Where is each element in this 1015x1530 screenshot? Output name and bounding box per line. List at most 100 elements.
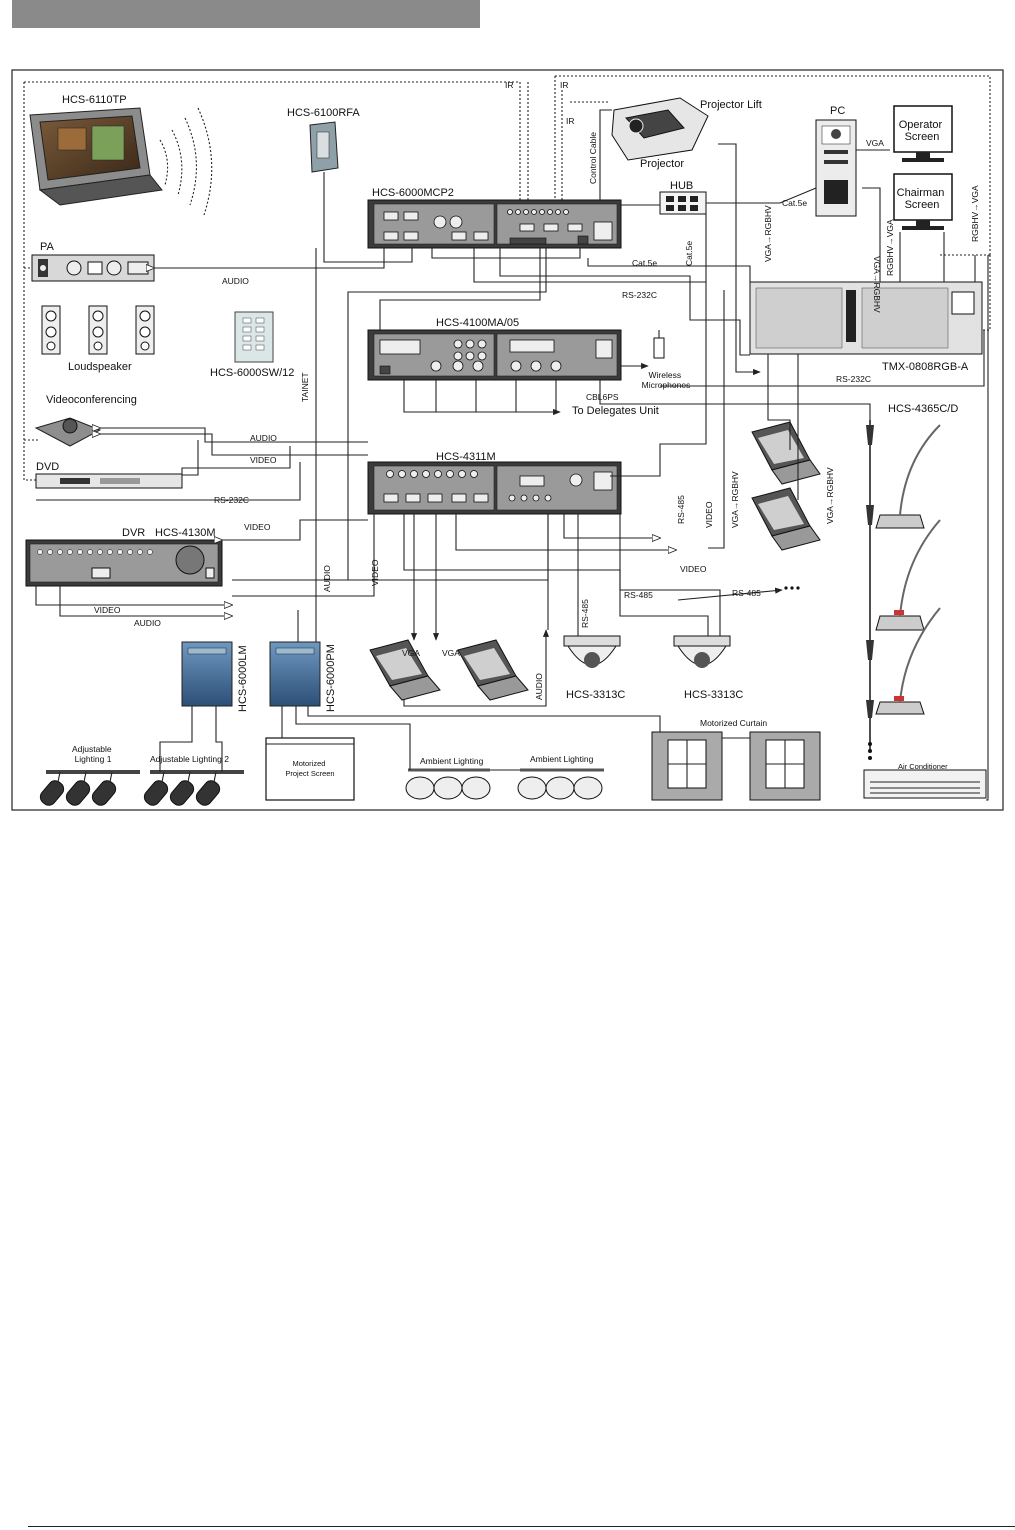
motorized-screen [265,737,355,801]
delegate-unit-chain [866,420,941,760]
light-module [181,641,233,707]
videoconferencing-unit [34,417,102,447]
sig-video-dvr: VIDEO [244,522,271,532]
adjustable-lighting-1-line1: Adjustable [72,744,112,754]
sig-vga-2: VGA [442,648,460,658]
wireless-mics-line1: Wireless [649,370,682,380]
sig-audio-pa: AUDIO [222,276,249,286]
light-module-label: HCS-6000LM [237,645,249,712]
motorized-screen-line1: Motorized [292,759,325,768]
air-conditioner-label: Air Conditioner [898,762,948,771]
touch-panel-label: HCS-6110TP [62,94,127,106]
ambient-lighting-2-label: Ambient Lighting [530,754,594,764]
sig-video-2: VIDEO [370,559,380,586]
sig-ir-1: IR [505,80,514,90]
main-unit-label: HCS-4100MA/05 [436,317,519,329]
sig-vga-rgbhv-2: VGA→RGBHV [872,256,882,313]
sig-control-cable: Control Cable [588,132,598,184]
sig-audio-4: AUDIO [534,673,544,700]
adjustable-lighting-2-label: Adjustable Lighting 2 [150,754,229,764]
sig-ir-2: IR [560,80,569,90]
wireless-microphone [653,330,665,359]
operator-screen-line2: Screen [905,131,940,143]
videoconferencing-label: Videoconferencing [46,394,137,406]
sig-vga-rgbhv-3: VGA→RGBHV [730,471,740,528]
air-conditioner [863,769,987,799]
projector-lift-label: Projector Lift [700,99,762,111]
sig-cat5e-2: Cat.5e [684,241,694,266]
ambient-lighting-1 [405,768,491,800]
camera-controller-label: HCS-4311M [436,451,496,463]
sig-vga-pc: VGA [866,138,884,148]
switch-panel-label: HCS-6000SW/12 [210,367,294,379]
footer-rule [28,1526,1015,1527]
operator-screen [893,105,953,162]
sig-audio-vc: AUDIO [250,433,277,443]
camera-2 [673,635,731,668]
header-bar [12,0,480,28]
sig-rs232c-1: RS-232C [622,290,657,300]
matrix-label: TMX-0808RGB-A [882,361,969,373]
chairman-screen [893,173,953,230]
main-unit [367,329,622,381]
rf-antenna-unit [309,121,339,173]
pa-label: PA [40,241,55,253]
to-delegates-label: To Delegates Unit [572,405,659,417]
wireless-mics-label: Wireless Microphones [642,370,691,390]
laptop-right-2 [751,487,821,551]
ambient-lighting-2 [517,768,604,800]
sig-cat5e-1: Cat.5e [632,258,657,268]
sig-video-1: VIDEO [704,501,714,528]
motorized-screen-label: Motorized Project Screen [285,759,334,778]
operator-screen-label: Operator Screen [899,119,945,143]
sig-rs485-1: RS-485 [676,495,686,524]
pc-tower [815,119,857,217]
sig-audio-2: AUDIO [322,565,332,592]
adjustable-lighting-1-line2: Lighting 1 [75,754,112,764]
rf-antenna-label: HCS-6100RFA [287,107,360,119]
hub [659,191,707,215]
master-controller-label: HCS-6000MCP2 [372,187,454,199]
dvr-unit [25,539,223,587]
sig-rgbhv-vga-1: RGBHV→VGA [885,219,895,276]
operator-screen-line1: Operator [899,119,943,131]
sig-rs485-4: RS-485 [580,599,590,628]
sig-rs485-2: RS-485 [624,590,653,600]
camera-1-label: HCS-3313C [566,689,625,701]
chairman-screen-line2: Screen [905,199,940,211]
camera-2-label: HCS-3313C [684,689,743,701]
ambient-lighting-1-label: Ambient Lighting [420,756,484,766]
connection-lines [35,109,989,801]
system-diagram: HCS-6110TP HCS-6100RFA HCS-6000MCP2 [11,69,1004,811]
adjustable-lighting-1 [39,770,140,806]
sig-video-4: VIDEO [680,564,707,574]
matrix-switcher [749,281,983,355]
motorized-curtain-label: Motorized Curtain [700,718,767,728]
sig-rs232c-3: RS-232C [214,495,249,505]
dvr-label: DVR [122,527,145,539]
sig-video-vc: VIDEO [250,455,277,465]
master-controller [367,199,622,249]
camera-1 [563,635,621,668]
cbl-label: CBL6PS [586,392,619,402]
delegate-unit-label: HCS-4365C/D [888,403,958,415]
sig-rgbhv-vga-2: RGBHV→VGA [970,185,980,242]
laptop-right-1 [751,421,821,485]
hub-label: HUB [670,180,693,192]
chairman-screen-line1: Chairman [897,187,945,199]
sig-cat5e-3: Cat.5e [782,198,807,208]
sig-rs232c-2: RS-232C [836,374,871,384]
switch-panel [234,311,274,363]
pc-label: PC [830,105,845,117]
sig-tainet: TAINET [300,372,310,402]
loudspeaker-label: Loudspeaker [68,361,132,373]
dvd-player [35,473,183,489]
adjustable-lighting-1-label: Adjustable Lighting 1 [72,744,114,764]
motorized-curtain [651,731,821,801]
touch-panel [29,107,213,216]
power-module [269,641,321,707]
sig-audio-3: AUDIO [134,618,161,628]
pa-amplifier [31,254,155,282]
adjustable-lighting-2 [143,770,244,806]
sig-ir-3: IR [566,116,575,126]
